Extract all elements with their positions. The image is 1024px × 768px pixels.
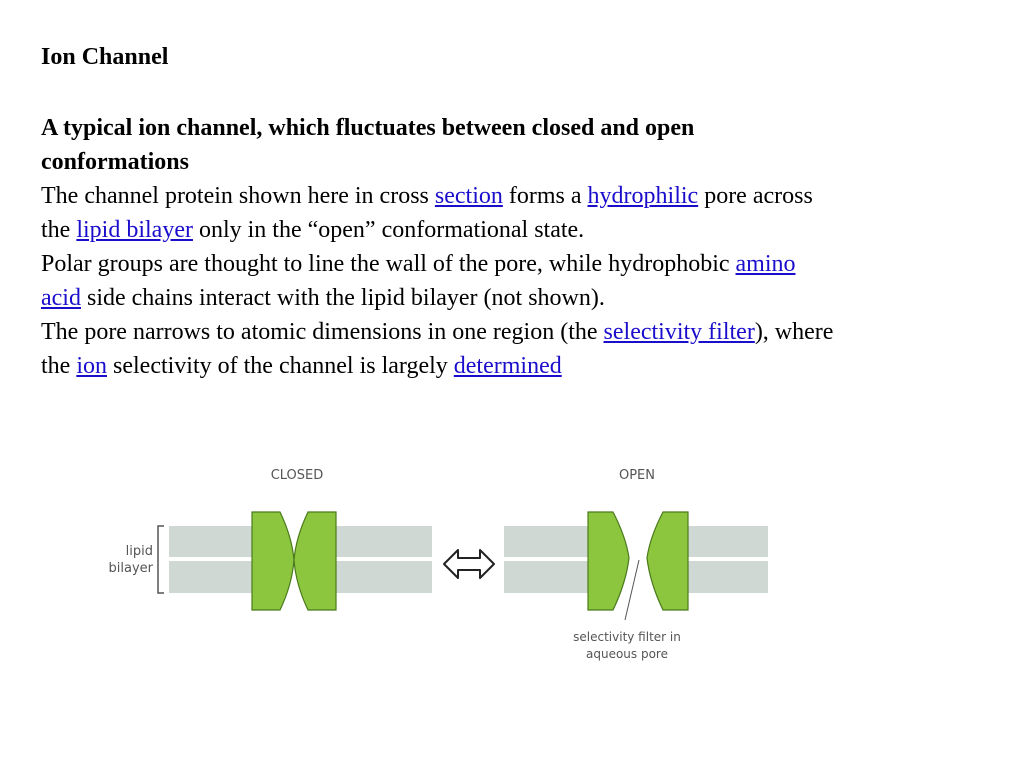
paragraph-polar-groups: Polar groups are thought to line the wal… (41, 247, 1001, 315)
closed-channel-protein (251, 511, 337, 611)
link-hydrophilic[interactable]: hydrophilic (587, 183, 699, 209)
double-headed-arrow-icon (443, 549, 495, 579)
page-subtitle: A typical ion channel, which fluctuates … (41, 115, 695, 175)
link-ion[interactable]: ion (76, 353, 107, 379)
text-span: pore across (698, 183, 813, 209)
text-span: side chains interact with the lipid bila… (80, 285, 605, 311)
text-span: ), where (754, 319, 834, 345)
link-determined[interactable]: determined (453, 353, 562, 379)
link-acid[interactable]: acid (41, 285, 81, 311)
paragraph-pore-narrows: The pore narrows to atomic dimensions in… (41, 315, 1001, 383)
link-amino[interactable]: amino (735, 251, 796, 277)
link-lipid-bilayer[interactable]: lipid bilayer (76, 217, 193, 243)
bilayer-bracket-icon (157, 525, 164, 594)
text-span: the (41, 353, 77, 379)
text-span: only in the “open” conformational state. (192, 217, 585, 243)
open-membrane (504, 526, 768, 593)
text-span: Polar groups are thought to line the wal… (41, 251, 736, 277)
open-label: OPEN (619, 468, 655, 483)
text-span: selectivity of the channel is largely (107, 353, 454, 379)
closed-label: CLOSED (271, 468, 324, 483)
bilayer-label-line1: lipid (126, 544, 153, 559)
text-span: The pore narrows to atomic dimensions in… (41, 319, 604, 345)
main-content: A typical ion channel, which fluctuates … (41, 111, 1001, 383)
selectivity-filter-pointer (624, 559, 640, 621)
filter-label-line1: selectivity filter in (573, 630, 681, 644)
text-span: the (41, 217, 77, 243)
ion-channel-diagram: CLOSED OPEN lipid bilayer (100, 455, 780, 675)
filter-label-line2: aqueous pore (586, 647, 668, 661)
page-title: Ion Channel (41, 44, 169, 70)
paragraph-channel-protein: The channel protein shown here in cross … (41, 179, 1001, 247)
bilayer-label-line2: bilayer (109, 561, 154, 576)
link-selectivity-filter[interactable]: selectivity filter (603, 319, 755, 345)
closed-membrane (169, 526, 432, 593)
open-channel-protein (587, 511, 689, 611)
text-span: The channel protein shown here in cross (41, 183, 435, 209)
link-section[interactable]: section (434, 183, 503, 209)
text-span: forms a (502, 183, 588, 209)
